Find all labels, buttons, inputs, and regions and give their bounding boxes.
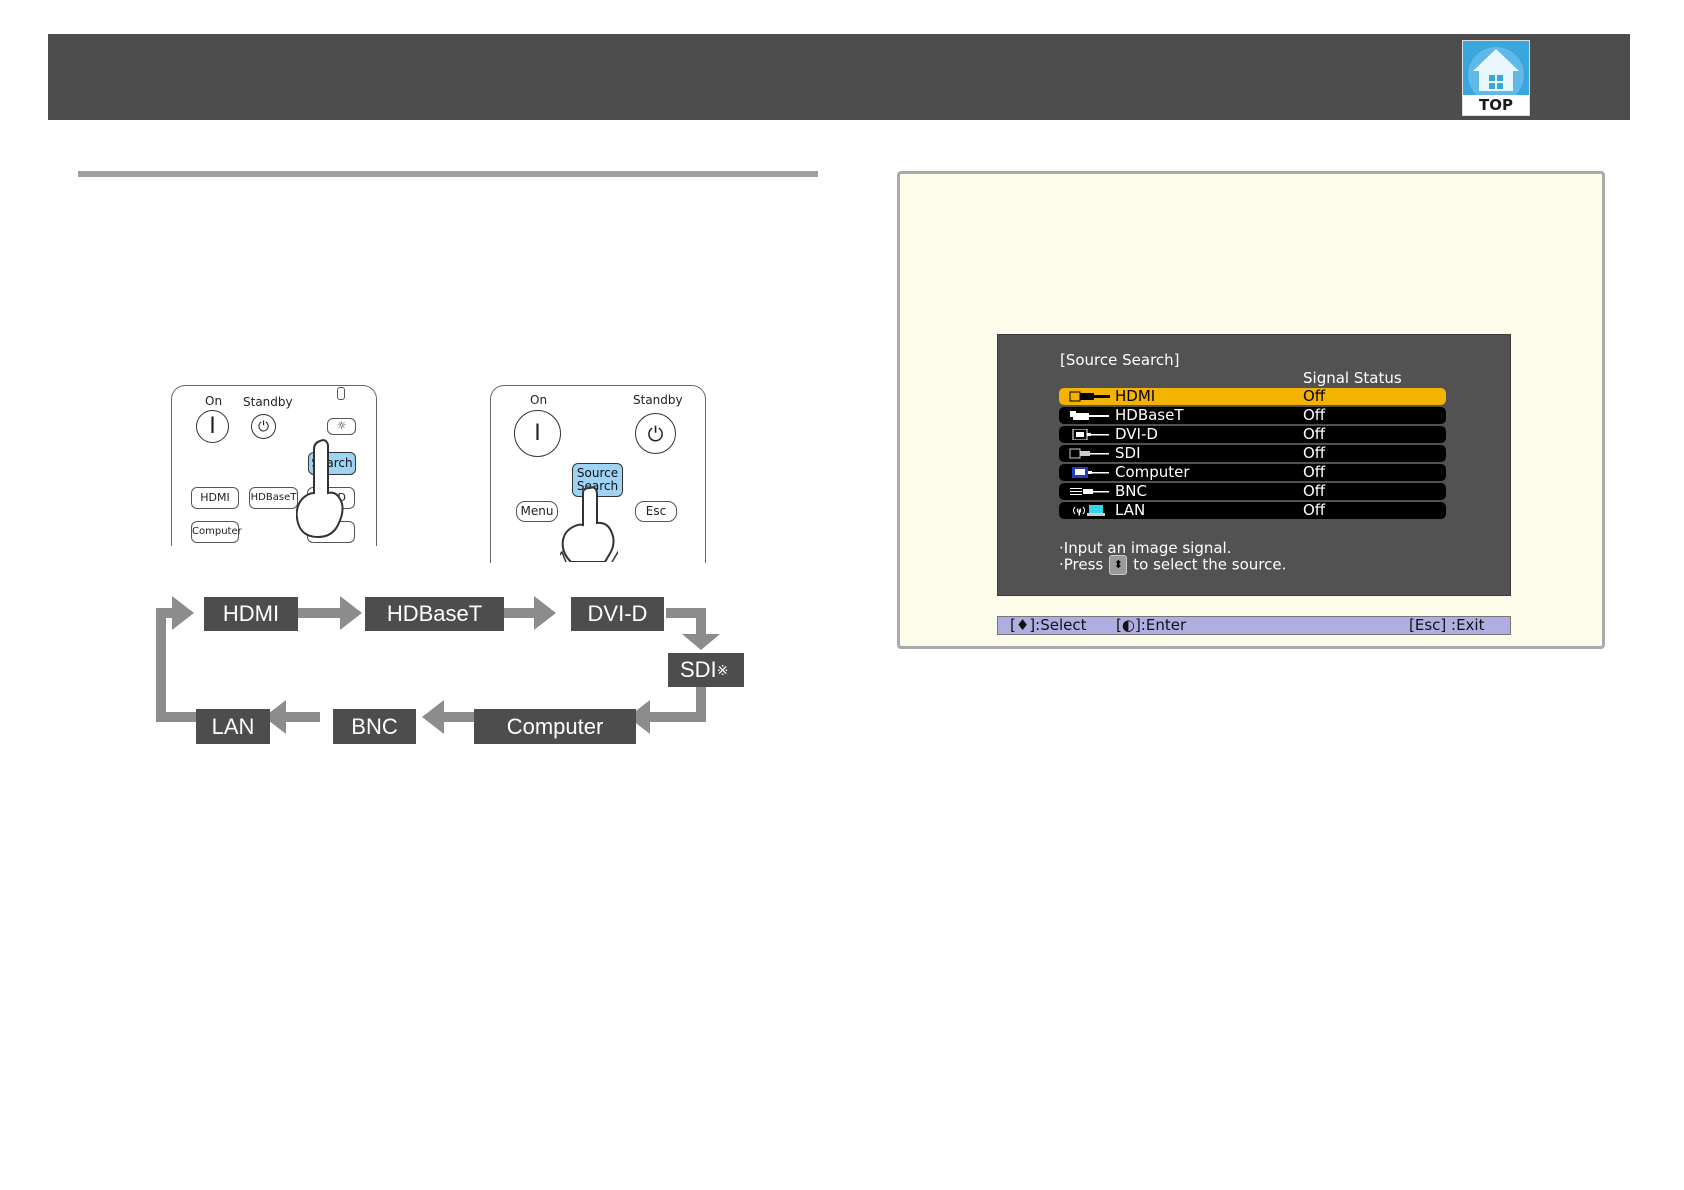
- flow-sdi-mark: ※: [716, 662, 729, 678]
- on-button[interactable]: I: [196, 410, 229, 443]
- computer-connector-icon: [1072, 467, 1109, 478]
- hdmi-connector-icon: [1069, 391, 1110, 402]
- sdi-connector-icon: [1069, 448, 1109, 459]
- source-row-sdi[interactable]: SDI Off: [1059, 445, 1446, 462]
- section-rule: [78, 171, 818, 177]
- standby-power-icon[interactable]: ⏻: [251, 414, 276, 439]
- source-row-lan[interactable]: LAN Off: [1059, 502, 1446, 519]
- source-status: Off: [1303, 463, 1326, 481]
- select-source-text: to select the source.: [1133, 555, 1287, 574]
- source-status: Off: [1303, 444, 1326, 462]
- source-row-computer[interactable]: Computer Off: [1059, 464, 1446, 481]
- computer-button[interactable]: Computer: [191, 521, 242, 543]
- flow-computer: Computer: [474, 709, 636, 744]
- flow-arrows: [156, 596, 720, 734]
- source-name: DVI-D: [1115, 425, 1158, 443]
- lan-wireless-icon: [1073, 505, 1105, 516]
- esc-button[interactable]: Esc: [635, 501, 677, 522]
- menu-button[interactable]: Menu: [516, 501, 558, 522]
- source-row-bnc[interactable]: BNC Off: [1059, 483, 1446, 500]
- enter-hint: [◐]:Enter: [1116, 616, 1187, 634]
- flow-lan: LAN: [196, 709, 270, 744]
- header-bar: [48, 34, 1630, 120]
- source-status: Off: [1303, 501, 1326, 519]
- osd-info-line-2: ·Press ⬍ to select the source.: [1059, 555, 1286, 575]
- source-name: SDI: [1115, 444, 1141, 462]
- osd-help-bar: [♦]:Select [◐]:Enter [Esc] :Exit: [997, 616, 1511, 635]
- source-row-hdmi[interactable]: HDMI Off: [1059, 388, 1446, 405]
- osd-info-line-1: ·Input an image signal.: [1059, 539, 1232, 557]
- pointing-hand-icon: [560, 486, 618, 562]
- hdbaset-connector-icon: [1070, 411, 1109, 420]
- source-name: BNC: [1115, 482, 1147, 500]
- top-button[interactable]: TOP: [1462, 40, 1530, 116]
- source-name: HDMI: [1115, 387, 1156, 405]
- indicator-icon: [337, 387, 345, 400]
- on-label: On: [205, 394, 223, 408]
- hdmi-button[interactable]: HDMI: [191, 487, 239, 509]
- source-search-label-1: Source: [576, 466, 619, 480]
- exit-hint: [Esc] :Exit: [1409, 616, 1485, 634]
- flow-dvid: DVI-D: [571, 597, 664, 631]
- flow-sdi: SDI※: [668, 653, 744, 687]
- source-row-hdbaset[interactable]: HDBaseT Off: [1059, 407, 1446, 424]
- source-name: LAN: [1115, 501, 1146, 519]
- press-text: ·Press: [1059, 555, 1104, 574]
- source-status: Off: [1303, 425, 1326, 443]
- standby-label: Standby: [633, 393, 683, 407]
- up-down-key-icon: ⬍: [1109, 555, 1128, 575]
- source-status: Off: [1303, 387, 1326, 405]
- source-status: Off: [1303, 482, 1326, 500]
- flow-hdbaset: HDBaseT: [365, 597, 504, 631]
- top-button-label: TOP: [1463, 95, 1529, 115]
- flow-sdi-label: SDI: [680, 657, 717, 682]
- dvid-connector-icon: [1072, 429, 1109, 440]
- osd-title: [Source Search]: [1060, 351, 1180, 369]
- select-hint: [♦]:Select: [1010, 616, 1087, 634]
- on-label: On: [530, 393, 548, 407]
- flow-hdmi: HDMI: [204, 597, 298, 631]
- source-row-dvid[interactable]: DVI-D Off: [1059, 426, 1446, 443]
- standby-label: Standby: [243, 395, 293, 409]
- source-name: Computer: [1115, 463, 1190, 481]
- flow-bnc: BNC: [333, 709, 416, 744]
- home-icon: [1463, 41, 1529, 97]
- light-button[interactable]: ☼: [327, 418, 356, 435]
- source-search-osd: [Source Search] Signal Status HDMI Off H…: [997, 334, 1511, 596]
- hdbaset-button[interactable]: HDBaseT: [249, 487, 298, 509]
- standby-power-icon[interactable]: ⏻: [635, 413, 676, 454]
- pointing-hand-icon: [296, 439, 344, 539]
- source-status: Off: [1303, 406, 1326, 424]
- signal-status-header: Signal Status: [1303, 369, 1402, 387]
- bnc-connector-icon: [1070, 488, 1109, 495]
- source-name: HDBaseT: [1115, 406, 1184, 424]
- on-button[interactable]: I: [514, 410, 561, 457]
